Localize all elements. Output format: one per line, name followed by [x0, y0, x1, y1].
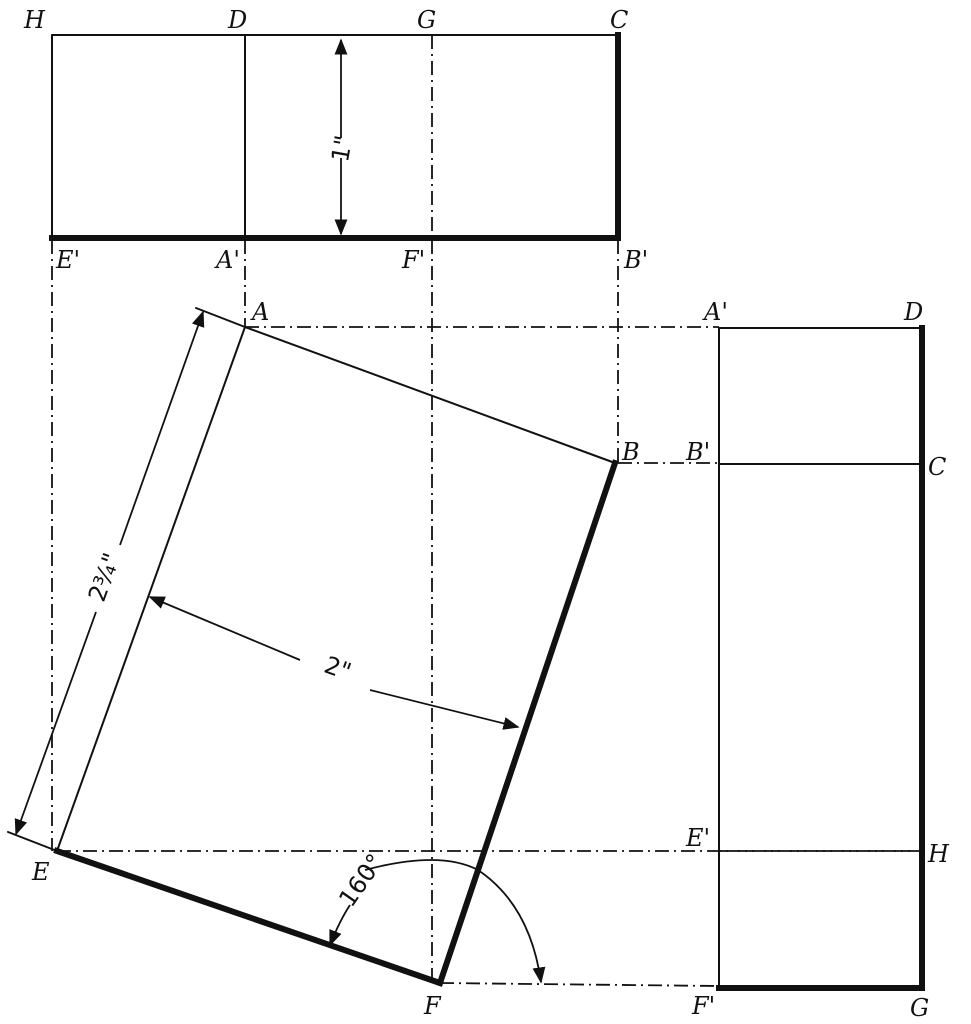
label-c: C [610, 6, 628, 34]
extension-line-e [7, 831, 58, 852]
thick-edge-bf [436, 459, 619, 987]
top-view: 1" H D G C E' A' F' B' [23, 6, 648, 274]
side-view: A' D B' C E' H F' G [685, 298, 950, 1022]
label-e-prime-side: E' [685, 824, 710, 852]
edge-ab [244, 326, 616, 464]
dimension-arrow-width-right [369, 689, 520, 730]
label-g-side: G [910, 994, 929, 1022]
label-a-prime: A' [214, 246, 240, 274]
dimension-1in: 1" [326, 133, 358, 164]
dimension-width: 2" [321, 651, 355, 686]
label-b-prime-side: B' [685, 438, 710, 466]
label-h: H [23, 6, 46, 34]
label-b-prime: B' [623, 246, 648, 274]
label-d-side: D [903, 298, 923, 326]
extension-line-a [195, 307, 246, 328]
dimension-arrow-length-top [119, 310, 205, 546]
label-a: A [250, 298, 269, 326]
dimension-arrow-length-bottom [14, 611, 97, 836]
thick-edge-ef [53, 847, 444, 987]
label-a-prime-side: A' [702, 298, 728, 326]
label-c-side: C [928, 453, 946, 481]
projection-f-horizontal [439, 982, 720, 987]
label-d: D [227, 6, 247, 34]
label-b: B [621, 438, 640, 466]
main-view: 2¾" 2" 160° A B E F [7, 298, 640, 1020]
angle-arc-right [364, 859, 546, 984]
label-g: G [417, 6, 436, 34]
label-h-side: H [927, 840, 950, 868]
label-f: F [423, 992, 442, 1020]
dimension-length: 2¾" [83, 549, 126, 605]
label-f-prime: F' [401, 246, 425, 274]
label-f-prime-side: F' [691, 992, 715, 1020]
angle-arc-left [329, 904, 351, 947]
edge-ae [56, 326, 246, 852]
label-e: E [31, 858, 50, 886]
angle-160: 160° [333, 849, 389, 912]
label-e-prime: E' [55, 246, 80, 274]
dimension-arrow-width-left [148, 596, 301, 661]
projection-lines [51, 240, 922, 987]
